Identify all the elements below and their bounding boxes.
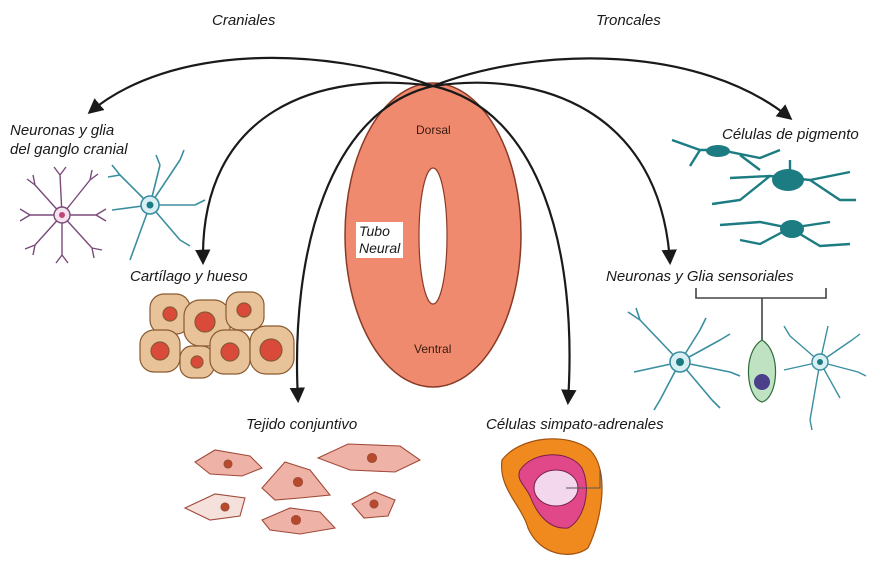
label-cranial-ganglion-line1: Neuronas y glia — [10, 122, 114, 140]
label-neural-tube: Tubo Neural — [356, 222, 403, 258]
sensory-ganglion-neuron — [748, 340, 775, 402]
pigment-cells — [672, 140, 856, 246]
label-cartilage: Cartílago y hueso — [130, 268, 248, 286]
connective-tissue-cells — [185, 444, 420, 534]
satellite-glia — [784, 326, 866, 430]
arrow-cranial-ganglion — [90, 58, 433, 112]
branch-label-craniales: Craniales — [212, 12, 275, 30]
sympathoadrenal-cell — [502, 439, 602, 555]
sensory-bracket — [696, 288, 826, 342]
arrow-pigment — [433, 58, 790, 118]
cartilage-cells — [140, 292, 294, 378]
cranial-ganglion-cells — [20, 150, 205, 263]
label-pigment: Células de pigmento — [722, 126, 859, 144]
sensory-neuron — [628, 308, 740, 410]
label-sensory: Neuronas y Glia sensoriales — [606, 268, 794, 286]
label-cranial-ganglion-line2: del ganglo cranial — [10, 141, 128, 159]
branch-label-troncales: Troncales — [596, 12, 661, 30]
label-neural-tube-line2: Neural — [359, 240, 400, 257]
label-ventral: Ventral — [414, 342, 451, 356]
glia-cell — [20, 167, 106, 263]
label-neural-tube-line1: Tubo — [359, 223, 400, 240]
label-sympathoadrenal: Células simpato-adrenales — [486, 416, 664, 434]
label-dorsal: Dorsal — [416, 123, 451, 137]
sensory-cells — [628, 288, 866, 430]
neuron-cell — [108, 150, 205, 260]
label-connective: Tejido conjuntivo — [246, 416, 357, 434]
